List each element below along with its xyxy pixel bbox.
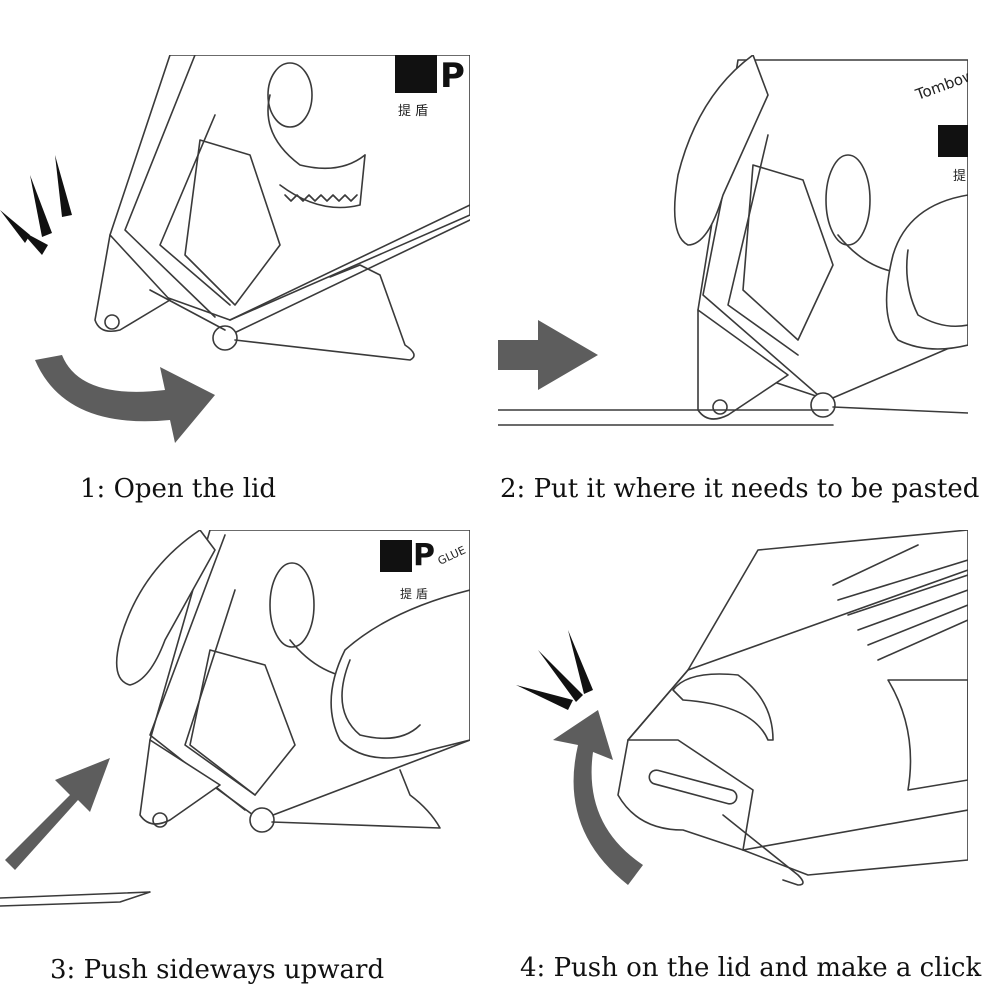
step-2-illustration: Tombow 提 盾 (498, 55, 968, 450)
click-burst-icon (0, 155, 72, 255)
curved-up-arrow-icon (553, 710, 643, 885)
finger-hand (115, 530, 470, 759)
step-3-caption: 3: Push sideways upward (50, 955, 385, 985)
logo-mark: P (413, 538, 435, 573)
glue-tape-dispenser (94, 55, 470, 361)
diagonal-arrow-icon (5, 758, 110, 870)
device-logo: P 提 盾 (395, 55, 465, 119)
step-2-caption: 2: Put it where it needs to be pasted (500, 474, 980, 504)
click-burst-icon (516, 630, 593, 710)
logo-mark: P (440, 56, 465, 96)
paper-surface (0, 891, 151, 907)
cjk-label: 提 盾 (398, 103, 428, 119)
step-1-illustration: P 提 盾 (0, 55, 470, 450)
step-1-caption: 1: Open the lid (80, 474, 277, 504)
cjk-label: 提 盾 (953, 168, 968, 184)
paper-surface (498, 409, 834, 426)
step-3-illustration: P GLUE 提 盾 (0, 530, 470, 925)
right-arrow-icon (498, 320, 598, 390)
step-4-illustration (498, 530, 968, 925)
glue-tape-dispenser (617, 530, 968, 886)
cjk-label: 提 盾 (400, 586, 428, 601)
step-4-caption: 4: Push on the lid and make a click (520, 953, 982, 983)
curved-arrow-icon (35, 355, 215, 443)
device-logo: P GLUE 提 盾 (380, 538, 468, 601)
finger-hand (673, 55, 968, 350)
